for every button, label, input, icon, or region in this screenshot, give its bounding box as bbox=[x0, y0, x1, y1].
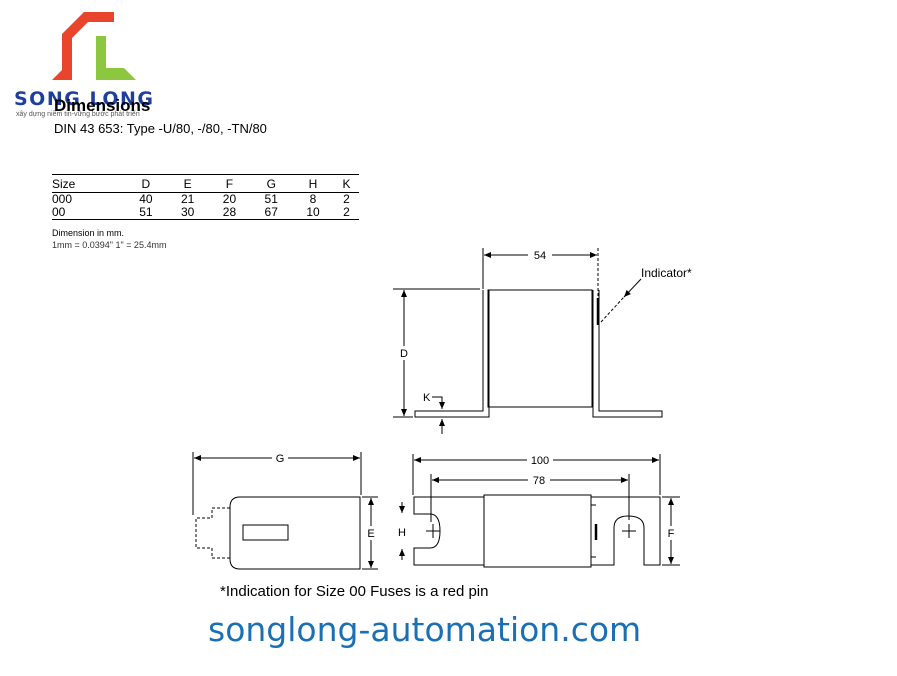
dim-label-h: H bbox=[398, 527, 406, 539]
side-window bbox=[242, 524, 289, 541]
dim-label-54: 54 bbox=[534, 250, 546, 262]
website-link[interactable]: songlong-automation.com bbox=[208, 610, 642, 649]
dim-label-100: 100 bbox=[531, 455, 549, 467]
dimension-table: Size D E F G H K 000 40 21 20 51 8 2 00 … bbox=[52, 174, 359, 220]
label-bg bbox=[527, 453, 553, 467]
dim-label-78: 78 bbox=[533, 475, 545, 487]
left-blade bbox=[413, 496, 485, 566]
header-k: K bbox=[333, 174, 359, 193]
brand-tagline: xây dựng niềm tin-vững bước phát triển bbox=[16, 111, 140, 118]
table-row: 000 40 21 20 51 8 2 bbox=[52, 193, 359, 207]
top-view bbox=[399, 454, 680, 568]
dim-label-e: E bbox=[367, 528, 374, 540]
dim-label-f: F bbox=[668, 528, 675, 540]
logo-red-mark bbox=[62, 12, 114, 80]
table-cell: 40 bbox=[139, 192, 153, 206]
header-g: G bbox=[250, 174, 293, 193]
side-tag-dashed bbox=[195, 507, 230, 559]
table-cell: 51 bbox=[264, 192, 278, 206]
header-e: E bbox=[166, 174, 209, 193]
header-f: F bbox=[208, 174, 251, 193]
table-cell: 28 bbox=[208, 206, 251, 220]
red-pin-footnote: *Indication for Size 00 Fuses is a red p… bbox=[220, 583, 489, 600]
label-bg bbox=[397, 346, 411, 360]
label-bg bbox=[528, 248, 552, 262]
table-cell: 20 bbox=[222, 192, 237, 206]
front-view bbox=[393, 248, 663, 434]
table-cell: 51 bbox=[125, 206, 167, 220]
table-row: 00 51 30 28 67 10 2 bbox=[52, 206, 359, 220]
brand-name: SONG LONG bbox=[14, 88, 155, 110]
dim-label-k: K bbox=[423, 392, 431, 404]
right-blade bbox=[590, 496, 661, 566]
left-terminal-tag bbox=[414, 290, 490, 418]
fuse-body-front bbox=[487, 289, 593, 408]
label-bg bbox=[272, 451, 288, 465]
k-leader bbox=[432, 396, 445, 409]
fuse-body-top bbox=[483, 494, 592, 568]
songlong-logo bbox=[52, 12, 136, 80]
table-cell: 67 bbox=[250, 206, 293, 220]
unit-note: Dimension in mm. bbox=[52, 228, 125, 238]
label-bg bbox=[528, 473, 550, 487]
indicator-label: Indicator* bbox=[641, 266, 692, 280]
indicator-leader-arrow bbox=[623, 278, 642, 298]
logo-red-foot bbox=[52, 70, 72, 80]
header-size: Size bbox=[52, 174, 125, 193]
conversion-note: 1mm = 0.0394" 1" = 25.4mm bbox=[52, 240, 167, 250]
table-cell: 10 bbox=[292, 206, 334, 220]
table-cell: 2 bbox=[333, 206, 359, 220]
label-bg bbox=[365, 526, 378, 540]
dim-label-g: G bbox=[276, 453, 285, 465]
side-view bbox=[192, 452, 378, 570]
table-header-row: Size D E F G H K bbox=[52, 174, 359, 193]
table-cell: 30 bbox=[166, 206, 209, 220]
right-terminal-tag bbox=[592, 290, 663, 418]
table-cell: 2 bbox=[343, 192, 350, 206]
label-bg bbox=[664, 526, 678, 540]
logo-green-mark bbox=[96, 36, 136, 80]
dim-label-d: D bbox=[400, 348, 408, 360]
table-cell: 00 bbox=[52, 206, 125, 220]
header-h: H bbox=[292, 174, 334, 193]
table-cell: 8 bbox=[309, 192, 317, 206]
indicator-leader bbox=[600, 296, 625, 323]
page-title: Dimensions bbox=[54, 96, 151, 115]
header-d: D bbox=[125, 174, 167, 193]
table-cell: 000 bbox=[52, 192, 73, 206]
standard-subtitle: DIN 43 653: Type -U/80, -/80, -TN/80 bbox=[54, 121, 267, 136]
table-cell: 21 bbox=[180, 192, 195, 206]
fuse-body-side bbox=[229, 496, 361, 570]
